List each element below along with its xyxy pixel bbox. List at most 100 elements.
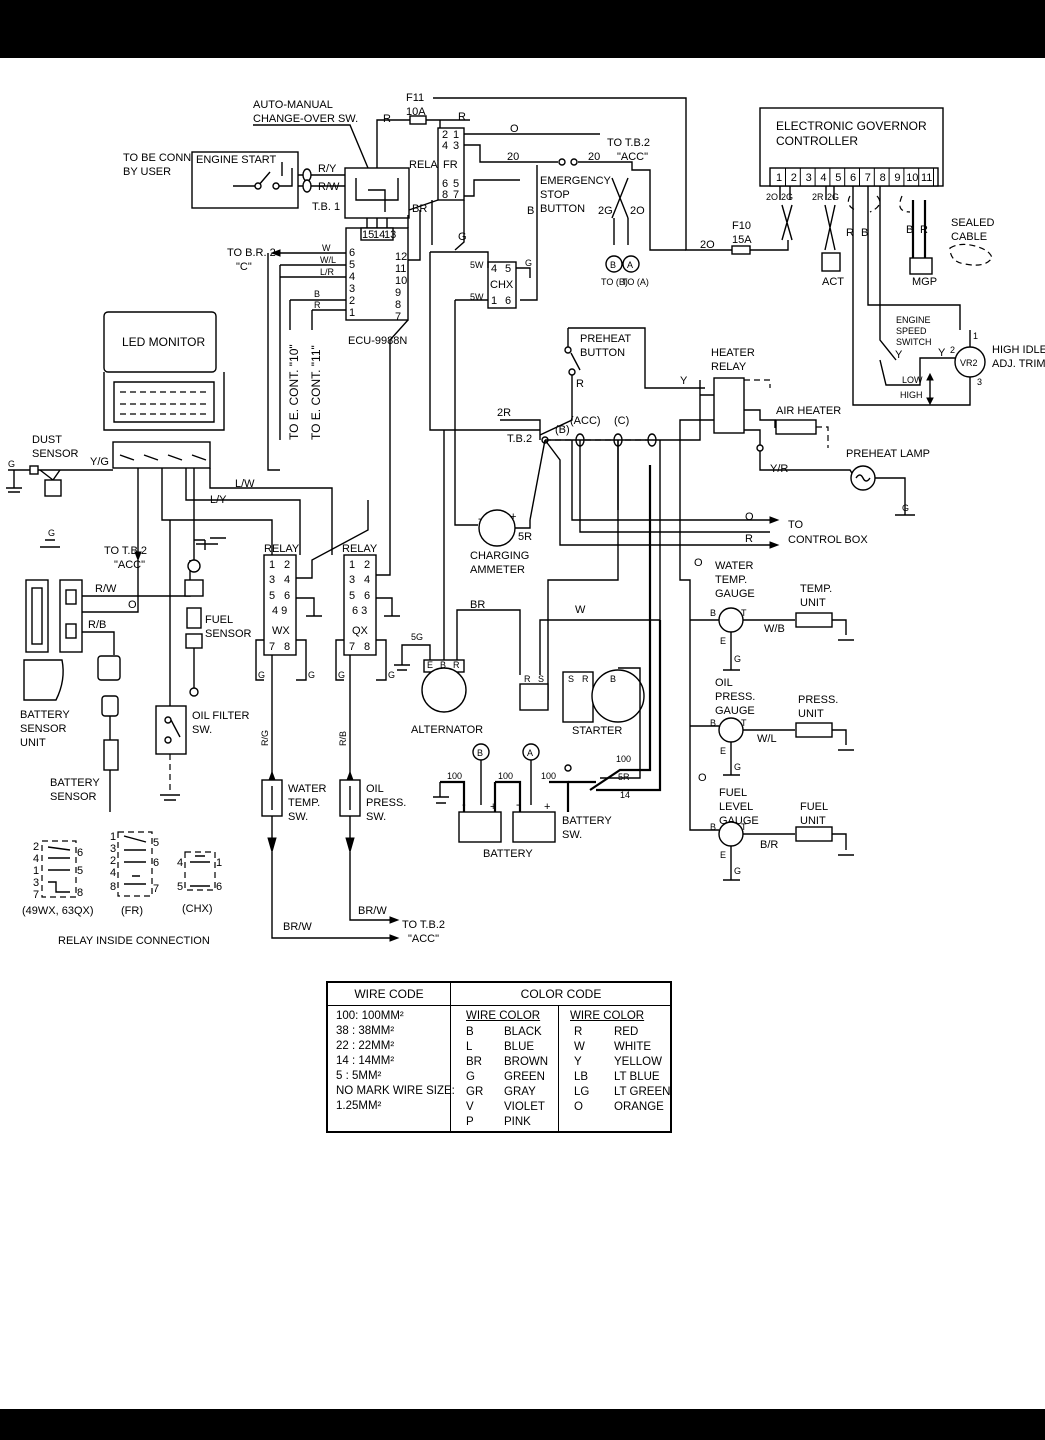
legend-b-code-4: LG [574, 1086, 590, 1098]
to-tb2-acc-top-1: TO T.B.2 [607, 137, 650, 149]
ecu-pin-7: 7 [395, 311, 401, 323]
to-b-label: TO (B) [601, 277, 628, 287]
fr-pin-8: 8 [442, 189, 448, 201]
wire-2o: 2O [630, 205, 645, 217]
tb2-b-label: (B) [555, 424, 570, 436]
opg-b: B [710, 718, 716, 728]
qx-pin-3: 3 [349, 574, 355, 586]
wire-100c: 100 [541, 771, 556, 781]
act-label: ACT [822, 276, 844, 288]
battery-label: BATTERY [483, 848, 533, 860]
alt-e: E [427, 660, 433, 670]
qx-pin-1: 1 [349, 559, 355, 571]
relay-qx-label: RELAY [342, 543, 378, 555]
oil-press-sw-2: PRESS. [366, 797, 406, 809]
flg-b: B [710, 822, 716, 832]
ecu-pin-5: 5 [349, 259, 355, 271]
fuel-unit-box [795, 826, 833, 842]
to-tb2-acc-left-1: TO T.B.2 [104, 545, 147, 557]
legend-a-color-1: BLUE [504, 1041, 535, 1053]
emergency-label-1: EMERGENCY [540, 175, 612, 187]
to-control-box-2: CONTROL BOX [788, 534, 868, 546]
ecu-pin-3: 3 [349, 283, 355, 295]
oil-press-sw-1: OIL [366, 783, 384, 795]
wire-y-heater: Y [680, 375, 688, 387]
air-heater-symbol [775, 419, 817, 435]
rs-r: R [524, 674, 531, 684]
wx-pin-7: 7 [269, 641, 275, 653]
legend-wc-3: 14 : 14MM² [336, 1055, 395, 1067]
wire-g-qx1: G [338, 670, 345, 680]
battery-sensor-unit-1: BATTERY [20, 709, 70, 721]
wire-yg: Y/G [90, 456, 109, 468]
wire-rw-bat: R/W [95, 583, 117, 595]
infr-7: 7 [153, 883, 159, 895]
mgp-box [909, 257, 933, 275]
relay-inside-connection: 2 4 1 3 7 6 5 8 1 3 2 4 8 5 6 7 4 1 5 6 … [22, 831, 222, 947]
wire-g-flg: G [734, 866, 741, 876]
to-tb2-acc-top-2: "ACC" [617, 151, 648, 163]
starter-b: B [610, 674, 616, 684]
wire-100b: 100 [498, 771, 513, 781]
wx-pin-4: 4 [284, 574, 290, 586]
bat2-plus: + [544, 801, 550, 813]
chx-pin-4: 4 [491, 263, 497, 275]
tb2-c-label: (C) [614, 415, 629, 427]
legend-col-head-b: WIRE COLOR [570, 1010, 645, 1022]
water-temp-sw: WATER TEMP. SW. BR/W [261, 770, 400, 942]
f11-fuse-symbol [409, 115, 427, 125]
legend-wc-5: NO MARK WIRE SIZE: [336, 1085, 455, 1097]
battery-sensor-unit-2: SENSOR [20, 723, 67, 735]
in49-7: 7 [33, 889, 39, 901]
legend-a-code-3: G [466, 1071, 475, 1083]
legend-wc-1: 38 : 38MM² [336, 1025, 395, 1037]
relay-wx: RELAY 1 2 3 4 5 6 4 9 WX 7 8 G G R/G [255, 543, 322, 780]
ecu-pin-15: 15 [362, 229, 374, 241]
battery-b-circle: B [477, 748, 483, 758]
legend-wc-2: 22 : 22MM² [336, 1040, 395, 1052]
legend-b-code-2: Y [574, 1056, 582, 1068]
wire-wb: W/B [764, 623, 785, 635]
starter-label: STARTER [572, 725, 622, 737]
battery-1 [458, 811, 502, 843]
fr-pin-5: 5 [453, 178, 459, 190]
wire-y-es: Y [895, 349, 903, 361]
ecu-pin-9: 9 [395, 287, 401, 299]
qx-pin-6: 6 [364, 590, 370, 602]
legend-a-code-5: V [466, 1101, 474, 1113]
infr-2: 2 [110, 855, 116, 867]
to-tb2-acc-bottom-1: TO T.B.2 [402, 919, 445, 931]
preheat-lamp-label: PREHEAT LAMP [846, 448, 930, 460]
chx-pin-6: 6 [505, 295, 511, 307]
temp-unit-1: TEMP. [800, 583, 832, 595]
led-connector [112, 441, 211, 469]
wtg-e: E [720, 636, 726, 646]
battery-a-circle: A [527, 748, 533, 758]
starter-s: S [568, 674, 574, 684]
ecu-pin-10: 10 [395, 275, 407, 287]
oil-press-sw: OIL PRESS. SW. BR/W TO T.B.2 "ACC" [339, 770, 445, 945]
infr-5: 5 [153, 837, 159, 849]
egc-terminal-3: 3 [806, 172, 812, 184]
legend-a-color-6: PINK [504, 1116, 531, 1128]
engine-speed-label-3: SWITCH [896, 337, 932, 347]
wx-pin-label: WX [272, 625, 290, 637]
egc-terminal-4: 4 [820, 172, 826, 184]
in49-6: 6 [77, 847, 83, 859]
relay-fr-inside-label: (FR) [121, 905, 143, 917]
relay-49wx-label: (49WX, 63QX) [22, 905, 94, 917]
chx-pin-label: CHX [490, 279, 514, 291]
wire-g-qx2: G [388, 670, 395, 680]
legend-b-color-1: WHITE [614, 1041, 652, 1053]
to-a-label: TO (A) [622, 277, 649, 287]
wire-g-dust: G [8, 459, 15, 469]
auto-manual-switch-group: AUTO-MANUAL CHANGE-OVER SW. TO BE CONN. … [123, 99, 425, 219]
act-box [821, 252, 841, 272]
wire-o-fuel: O [698, 772, 707, 784]
wire-2g: 2G [598, 205, 613, 217]
fuel-sensor: FUEL SENSOR [184, 537, 252, 697]
wire-g-bat: G [48, 528, 55, 538]
fuel-level-gauge: O FUEL LEVEL GAUGE B T E B/R G FUEL UNIT [679, 500, 854, 881]
wire-100d: 100 [616, 754, 631, 764]
